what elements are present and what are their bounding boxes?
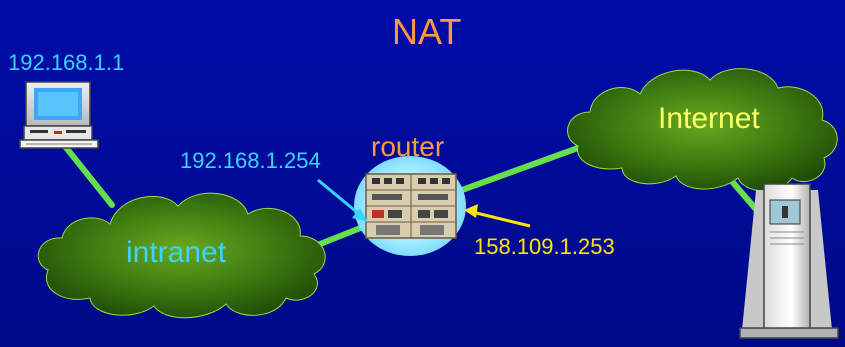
router-outer-ip-label: 158.109.1.253: [474, 234, 615, 259]
arrow-outer-ip: [464, 204, 531, 228]
pc-ip-label: 192.168.1.1: [8, 50, 125, 75]
server-tower-icon: [739, 183, 839, 339]
router-label: router: [371, 131, 445, 162]
internet-label: Internet: [658, 102, 760, 135]
intranet-cloud-icon: [37, 192, 326, 319]
link-pc-intranet: [57, 137, 115, 208]
intranet-label: intranet: [126, 236, 227, 269]
desktop-computer-icon: [19, 81, 99, 149]
slide-title: NAT: [392, 11, 462, 52]
router-inner-ip-label: 192.168.1.254: [180, 148, 321, 173]
arrow-inner-ip: [317, 178, 368, 222]
router-rack-icon: [354, 156, 466, 256]
internet-cloud-icon: [567, 68, 838, 192]
link-router-internet: [459, 137, 603, 193]
